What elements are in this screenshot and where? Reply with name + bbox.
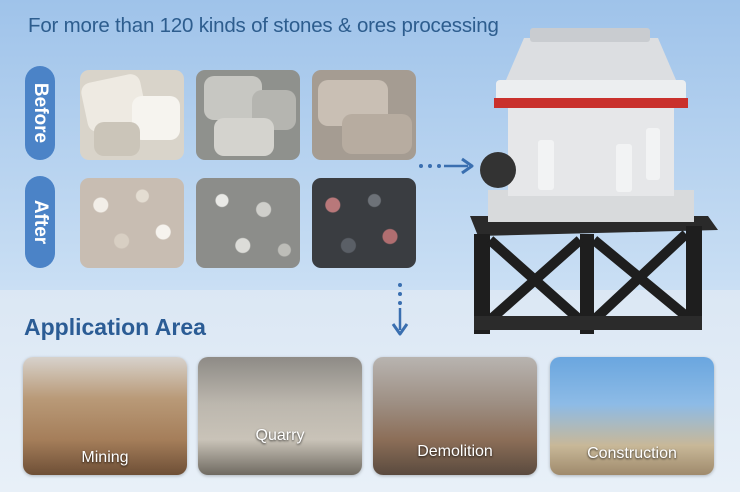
before-image-white-stone <box>80 70 184 160</box>
after-image-red-aggregate <box>312 178 416 268</box>
before-label: Before <box>30 82 51 144</box>
before-image-granite-stone <box>312 70 416 160</box>
before-tab: Before <box>25 66 55 160</box>
application-label: Construction <box>587 445 677 462</box>
application-card-demolition: Demolition <box>373 357 537 475</box>
section-title: Application Area <box>24 314 206 340</box>
arrow-right-icon <box>419 157 474 175</box>
application-label: Demolition <box>417 443 493 460</box>
application-card-construction: Construction <box>550 357 714 475</box>
after-image-white-aggregate <box>80 178 184 268</box>
before-image-grey-stone <box>196 70 300 160</box>
application-card-quarry: Quarry <box>198 357 362 475</box>
headline: For more than 120 kinds of stones & ores… <box>28 14 499 37</box>
cone-crusher-image <box>470 28 718 334</box>
after-image-grey-aggregate <box>196 178 300 268</box>
arrow-down-icon <box>391 283 409 336</box>
after-label: After <box>30 199 51 245</box>
after-tab: After <box>25 176 55 268</box>
application-label: Quarry <box>255 427 305 444</box>
application-card-mining: Mining <box>23 357 187 475</box>
application-label: Mining <box>81 449 129 466</box>
